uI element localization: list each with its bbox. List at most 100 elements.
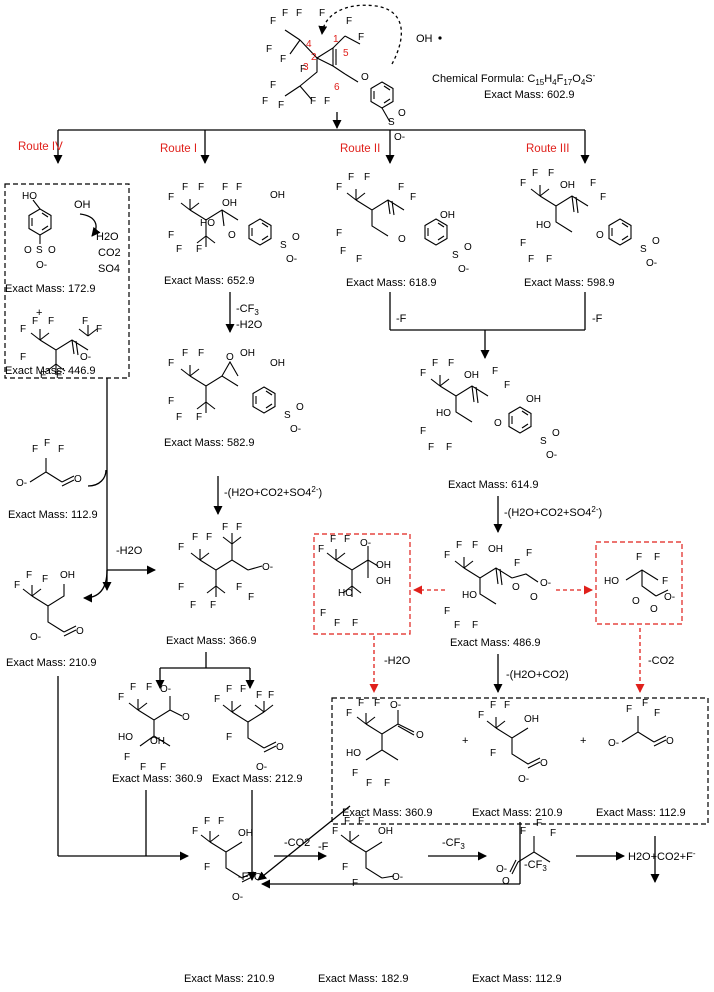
- svg-text:F: F: [446, 442, 452, 453]
- svg-text:F: F: [490, 700, 496, 711]
- final-112-mass: Exact Mass: 112.9: [472, 973, 562, 985]
- svg-text:O-: O-: [392, 872, 403, 883]
- svg-text:F: F: [472, 540, 478, 551]
- svg-text:F: F: [26, 570, 32, 581]
- svg-text:F: F: [192, 826, 198, 837]
- svg-text:F: F: [32, 444, 38, 455]
- svg-text:HO: HO: [118, 732, 133, 743]
- svg-text:O-: O-: [458, 264, 469, 275]
- svg-text:O: O: [228, 230, 236, 241]
- svg-text:HO: HO: [436, 408, 451, 419]
- svg-text:F: F: [398, 182, 404, 193]
- svg-text:F: F: [124, 752, 130, 763]
- svg-text:F: F: [332, 826, 338, 837]
- svg-text:S: S: [452, 250, 459, 261]
- svg-text:F: F: [218, 816, 224, 827]
- svg-text:F: F: [182, 182, 188, 193]
- svg-text:-(H2O+CO2+SO42-): -(H2O+CO2+SO42-): [504, 505, 602, 519]
- svg-text:F: F: [344, 534, 350, 545]
- svg-text:F: F: [296, 8, 302, 19]
- svg-text:F: F: [448, 358, 454, 369]
- svg-text:F: F: [160, 762, 166, 773]
- svg-text:F: F: [182, 348, 188, 359]
- svg-text:F: F: [340, 246, 346, 257]
- svg-text:F: F: [196, 412, 202, 423]
- tfa-box-mass: Exact Mass: 112.9: [596, 807, 686, 819]
- svg-text:F: F: [514, 558, 520, 569]
- svg-text:O: O: [652, 236, 660, 247]
- svg-text:OH: OH: [560, 180, 575, 191]
- svg-text:F: F: [642, 698, 648, 709]
- svg-text:F: F: [190, 600, 196, 611]
- svg-text:OH: OH: [240, 348, 255, 359]
- svg-text:F: F: [432, 358, 438, 369]
- svg-text:+: +: [580, 735, 586, 747]
- svg-text:F: F: [352, 618, 358, 629]
- final-products: H2O+CO2+F-: [628, 849, 696, 863]
- svg-text:F: F: [178, 582, 184, 593]
- tfa-left-mass: Exact Mass: 112.9: [8, 509, 98, 521]
- svg-text:OH: OH: [222, 198, 237, 209]
- svg-text:F: F: [490, 748, 496, 759]
- svg-text:F: F: [178, 542, 184, 553]
- svg-text:F: F: [130, 682, 136, 693]
- svg-text:F: F: [14, 580, 20, 591]
- svg-text:F: F: [492, 366, 498, 377]
- svg-text:-CO2: -CO2: [648, 655, 674, 667]
- svg-text:S: S: [280, 240, 287, 251]
- svg-text:F: F: [364, 172, 370, 183]
- svg-text:-CF3: -CF3: [442, 837, 465, 851]
- position-label: 5: [343, 48, 349, 59]
- route-i-label: Route I: [160, 143, 197, 155]
- svg-text:F: F: [278, 100, 284, 111]
- svg-text:F: F: [528, 254, 534, 265]
- svg-text:OH: OH: [74, 199, 91, 211]
- svg-text:F: F: [282, 8, 288, 19]
- svg-text:O: O: [226, 352, 234, 363]
- svg-text:F: F: [58, 444, 64, 455]
- svg-text:F: F: [336, 182, 342, 193]
- route-ii-iii-products-box: [331, 697, 709, 825]
- svg-text:F: F: [356, 254, 362, 265]
- svg-text:F: F: [478, 710, 484, 721]
- svg-text:F: F: [536, 818, 542, 829]
- svg-text:F: F: [266, 44, 272, 55]
- svg-text:F: F: [268, 690, 274, 701]
- svg-text:H2O: H2O: [96, 231, 119, 243]
- enolate-446-mass: Exact Mass: 446.9: [5, 365, 96, 377]
- svg-text:O: O: [76, 626, 84, 637]
- svg-text:F: F: [344, 816, 350, 827]
- svg-text:F: F: [334, 618, 340, 629]
- svg-text:O-: O-: [290, 424, 301, 435]
- svg-text:F: F: [20, 324, 26, 335]
- svg-text:F: F: [428, 442, 434, 453]
- svg-text:F: F: [636, 552, 642, 563]
- svg-text:F: F: [330, 534, 336, 545]
- svg-text:OH: OH: [270, 358, 285, 369]
- svg-text:O-: O-: [518, 774, 529, 785]
- svg-text:S: S: [540, 436, 547, 447]
- svg-text:HO: HO: [346, 748, 361, 759]
- svg-text:F: F: [168, 192, 174, 203]
- svg-text:OH: OH: [378, 826, 393, 837]
- position-label: 2: [311, 52, 317, 63]
- svg-text:F: F: [256, 690, 262, 701]
- svg-text:OH: OH: [526, 394, 541, 405]
- svg-text:O-: O-: [232, 892, 243, 903]
- svg-text:F: F: [82, 316, 88, 327]
- svg-text:OH: OH: [270, 190, 285, 201]
- svg-text:F: F: [226, 684, 232, 695]
- svg-text:F: F: [44, 438, 50, 449]
- red-box-left-intermediate: [313, 533, 411, 635]
- svg-text:F: F: [196, 244, 202, 255]
- svg-text:O-: O-: [546, 450, 557, 461]
- svg-text:O: O: [182, 712, 190, 723]
- svg-text:O: O: [632, 596, 640, 607]
